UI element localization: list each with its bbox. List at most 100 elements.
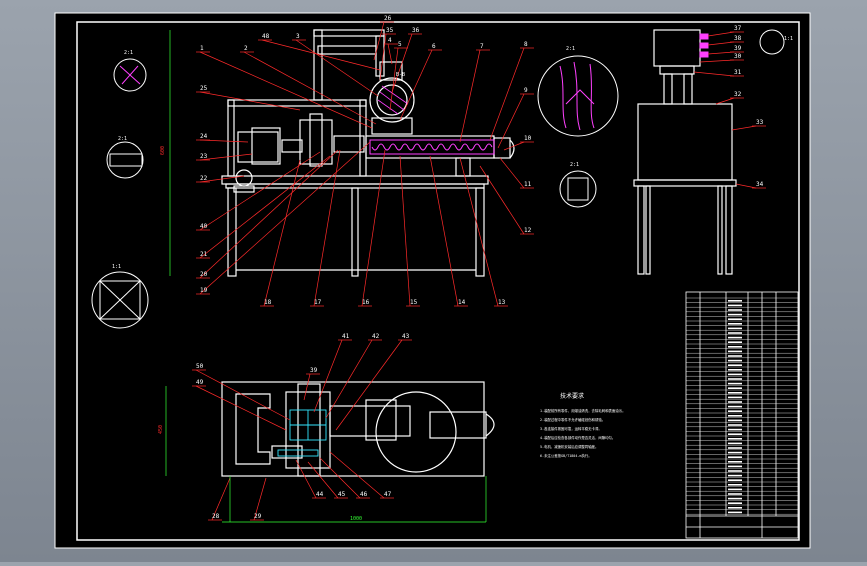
bom-cell-text bbox=[728, 382, 742, 385]
right-leader-34 bbox=[735, 183, 757, 189]
inner-frame bbox=[76, 21, 800, 541]
note-line-3: 3.各连接件紧固可靠，运转平稳无卡滞。 bbox=[540, 426, 602, 431]
top-balloon-10: 10 bbox=[524, 135, 532, 142]
bottom-leader-45 bbox=[307, 461, 339, 499]
note-line-1: 1.装配前所有零件，用煤油清洗，去除毛刺和表面油污。 bbox=[540, 408, 625, 413]
bottom-leader-46 bbox=[319, 457, 361, 499]
bom-cell-text bbox=[728, 405, 742, 408]
top-leader-7 bbox=[459, 49, 481, 143]
bottom-balloon-44: 44 bbox=[316, 491, 324, 498]
top-balloon-7: 7 bbox=[480, 43, 484, 50]
bottom-balloon-46: 46 bbox=[360, 491, 368, 498]
top-leader-19 bbox=[199, 141, 371, 295]
dimension-lines bbox=[165, 30, 487, 523]
bottom-leader-43 bbox=[335, 339, 403, 431]
main-view-frame bbox=[221, 29, 515, 277]
right-balloon-38: 38 bbox=[734, 35, 742, 42]
right-leader-38 bbox=[707, 41, 735, 46]
top-balloon-2: 2 bbox=[244, 45, 248, 52]
right-leader-39 bbox=[707, 51, 735, 55]
bom-cell-text bbox=[728, 318, 742, 320]
right-balloon-39: 39 bbox=[734, 45, 742, 52]
view-labels: 2:1 2:1 1:1 2:1 B-B 2:1 1:1 bbox=[112, 36, 793, 270]
bottom-balloon-42: 42 bbox=[372, 333, 380, 340]
bom-cell-text bbox=[728, 387, 742, 389]
right-leader-31 bbox=[693, 71, 735, 77]
bom-cell-text bbox=[728, 502, 742, 504]
note-line-6: 6.未注公差按GB/T1804-m执行。 bbox=[540, 453, 592, 458]
top-balloon-16: 16 bbox=[362, 299, 370, 306]
bom-cell-text bbox=[728, 442, 742, 445]
top-leader-20 bbox=[199, 149, 339, 279]
bom-cell-text bbox=[728, 465, 742, 468]
bottom-balloon-43: 43 bbox=[402, 333, 410, 340]
plan-view bbox=[221, 381, 495, 477]
dimension-height: 600 bbox=[160, 146, 166, 155]
bom-cell-text bbox=[728, 474, 742, 477]
top-balloon-35: 35 bbox=[386, 27, 394, 34]
bom-cell-text bbox=[728, 470, 742, 472]
bottom-leader-47 bbox=[329, 451, 385, 499]
top-leader-6 bbox=[399, 49, 433, 121]
bom-cell-text bbox=[728, 461, 742, 463]
bom-cell-text bbox=[728, 497, 742, 500]
bom-cell-text bbox=[728, 332, 742, 334]
bom-cell-text bbox=[728, 507, 742, 509]
bom-cell-text bbox=[728, 438, 742, 440]
top-balloon-8: 8 bbox=[524, 41, 528, 48]
hopper-hatch bbox=[377, 85, 409, 115]
bom-cell-text bbox=[728, 488, 742, 491]
bottom-balloon-47: 47 bbox=[384, 491, 392, 498]
top-balloon-40: 40 bbox=[200, 223, 208, 230]
bom-cell-text bbox=[728, 364, 742, 366]
note-line-4: 4.装配后应检查各部件动作是否灵活，间隙均匀。 bbox=[540, 435, 615, 440]
top-balloon-21: 21 bbox=[200, 251, 208, 258]
bottom-leader-44 bbox=[295, 459, 317, 499]
top-leader-14 bbox=[429, 155, 459, 307]
top-balloon-5: 5 bbox=[398, 41, 402, 48]
top-leader-13 bbox=[459, 157, 499, 307]
top-leader-40 bbox=[199, 151, 321, 231]
right-balloon-31: 31 bbox=[734, 69, 742, 76]
label-detail-bottom-left: 1:1 bbox=[112, 264, 121, 270]
label-detail-top-right: 2:1 bbox=[566, 46, 575, 52]
bom-cell-text bbox=[728, 327, 742, 330]
bom-cell-text bbox=[728, 309, 742, 311]
bom-cell-text bbox=[728, 479, 742, 481]
bottom-balloon-45: 45 bbox=[338, 491, 346, 498]
bottom-leader-49 bbox=[195, 385, 287, 431]
top-balloon-25: 25 bbox=[200, 85, 208, 92]
plan-view-cyan bbox=[277, 409, 327, 457]
bom-cell-text bbox=[728, 378, 742, 380]
bottom-leader-29 bbox=[253, 477, 267, 521]
bom-cell-text bbox=[728, 336, 742, 339]
top-leader-12 bbox=[479, 165, 525, 235]
top-leader-5 bbox=[389, 47, 399, 111]
bottom-leader-28 bbox=[211, 477, 231, 521]
label-detail-mid-left: 2:1 bbox=[118, 136, 127, 142]
note-line-5: 5.电机、减速机安装后应调整同轴度。 bbox=[540, 444, 598, 449]
bottom-balloon-41: 41 bbox=[342, 333, 350, 340]
top-balloon-14: 14 bbox=[458, 299, 466, 306]
bom-cell-text bbox=[728, 456, 742, 458]
drawing-sheet bbox=[54, 12, 811, 549]
detail-views bbox=[91, 29, 785, 329]
right-leader-33 bbox=[731, 125, 757, 131]
top-balloon-12: 12 bbox=[524, 227, 532, 234]
top-balloon-36: 36 bbox=[412, 27, 420, 34]
screw-conveyor bbox=[369, 139, 495, 155]
top-balloon-11: 11 bbox=[524, 181, 532, 188]
notes-body: 1.装配前所有零件，用煤油清洗，去除毛刺和表面油污。2.装配过程中零件不允许磕碰… bbox=[540, 408, 625, 458]
top-balloon-3: 3 bbox=[296, 33, 300, 40]
right-leader-32 bbox=[715, 97, 735, 105]
right-balloon-37: 37 bbox=[734, 25, 742, 32]
bom-cell-text bbox=[728, 304, 742, 307]
bottom-leader-50 bbox=[195, 369, 291, 421]
right-balloon-32: 32 bbox=[734, 91, 742, 98]
top-balloon-20: 20 bbox=[200, 271, 208, 278]
bom-cell-text bbox=[728, 424, 742, 426]
notes-title: 技术要求 bbox=[560, 392, 584, 400]
bom-cell-text bbox=[728, 493, 742, 495]
